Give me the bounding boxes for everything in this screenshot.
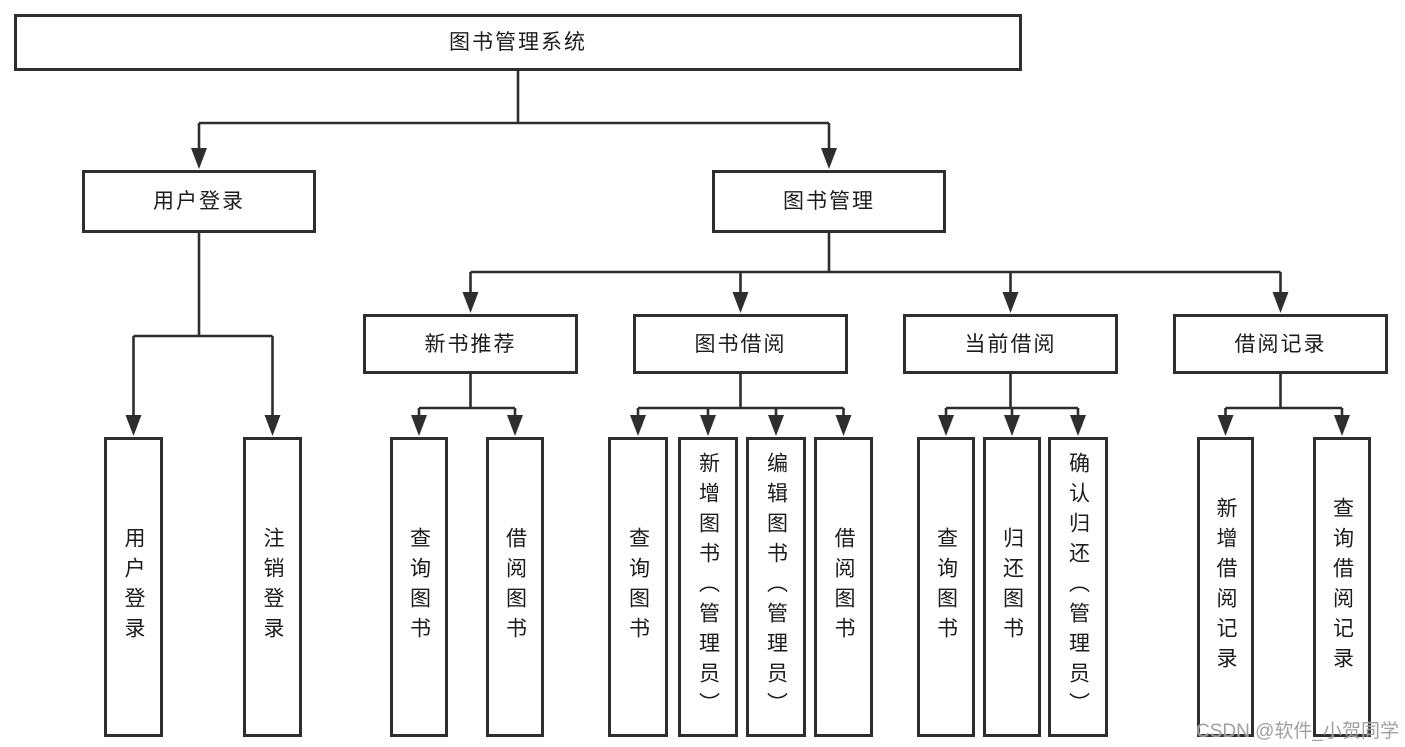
node-book-management-label: 图书管理 [783, 190, 875, 213]
node-user-login-label: 用户登录 [153, 190, 245, 213]
node-user-login: 用户登录 [82, 170, 316, 233]
leaf-add-books-admin: 新增图书（管理员） [678, 437, 738, 737]
leaf-query-borrow-record: 查询借阅记录 [1313, 437, 1371, 737]
leaf-add-borrow-record: 新增借阅记录 [1197, 437, 1254, 737]
leaf-borrow-books-1: 借阅图书 [486, 437, 544, 737]
leaf-query-books-2-label: 查询图书 [626, 527, 650, 647]
node-borrow-records-label: 借阅记录 [1234, 332, 1327, 356]
leaf-confirm-return-admin-label: 确认归还（管理员） [1066, 452, 1090, 722]
leaf-logout-label: 注销登录 [261, 527, 284, 647]
node-root-label: 图书管理系统 [449, 31, 587, 54]
leaf-edit-books-admin-label: 编辑图书（管理员） [764, 452, 788, 722]
leaf-query-books-1-label: 查询图书 [407, 527, 431, 647]
watermark: CSDN @软件_小贺同学 [1196, 721, 1399, 742]
leaf-add-books-admin-label: 新增图书（管理员） [696, 452, 720, 722]
leaf-user-login: 用户登录 [104, 437, 163, 737]
node-new-book-recommend: 新书推荐 [363, 314, 578, 374]
leaf-borrow-books-2: 借阅图书 [814, 437, 873, 737]
leaf-query-books-3-label: 查询图书 [934, 527, 958, 647]
leaf-borrow-books-2-label: 借阅图书 [832, 527, 855, 647]
leaf-logout: 注销登录 [243, 437, 302, 737]
node-new-book-recommend-label: 新书推荐 [424, 332, 517, 356]
leaf-query-borrow-record-label: 查询借阅记录 [1330, 497, 1354, 677]
leaf-query-books-2: 查询图书 [608, 437, 668, 737]
node-book-management: 图书管理 [712, 170, 946, 233]
leaf-add-borrow-record-label: 新增借阅记录 [1214, 497, 1237, 677]
node-current-borrow-label: 当前借阅 [964, 332, 1057, 356]
arrowheads [125, 148, 1350, 436]
leaf-confirm-return-admin: 确认归还（管理员） [1048, 437, 1108, 737]
node-current-borrow: 当前借阅 [903, 314, 1118, 374]
leaf-query-books-3: 查询图书 [917, 437, 975, 737]
node-book-borrow-label: 图书借阅 [694, 332, 787, 356]
leaf-return-books-label: 归还图书 [1000, 527, 1024, 647]
node-root: 图书管理系统 [14, 14, 1022, 71]
leaf-user-login-label: 用户登录 [122, 527, 145, 647]
node-borrow-records: 借阅记录 [1173, 314, 1388, 374]
leaf-return-books: 归还图书 [983, 437, 1041, 737]
connector-paths [132, 71, 1344, 419]
leaf-query-books-1: 查询图书 [390, 437, 448, 737]
node-book-borrow: 图书借阅 [633, 314, 848, 374]
leaf-borrow-books-1-label: 借阅图书 [503, 527, 527, 647]
leaf-edit-books-admin: 编辑图书（管理员） [746, 437, 806, 737]
